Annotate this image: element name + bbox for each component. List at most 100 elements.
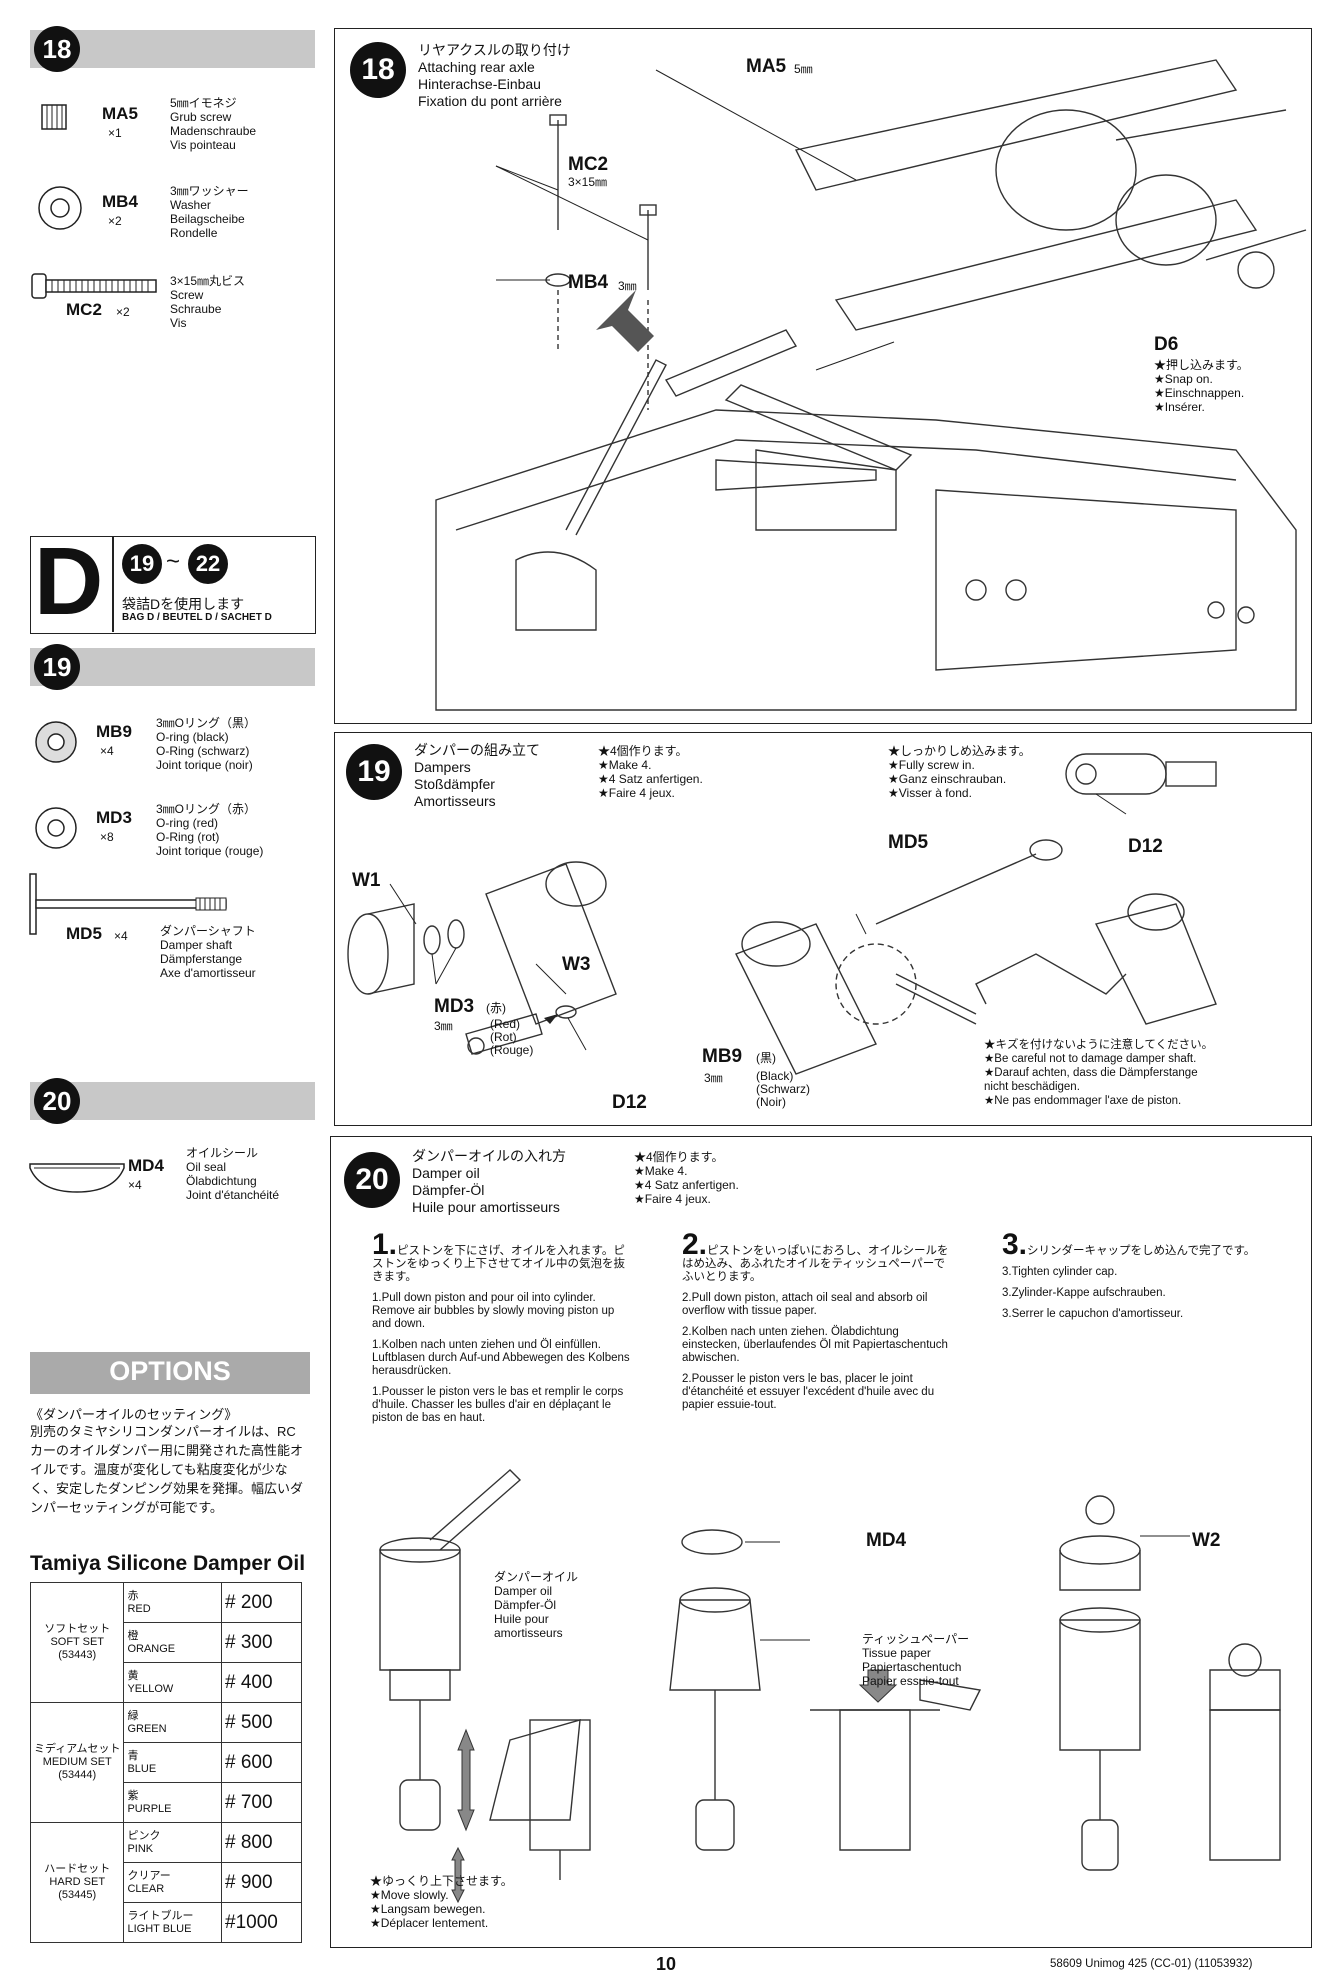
- color-en: PINK: [127, 1842, 154, 1855]
- color-en: LIGHT BLUE: [127, 1922, 192, 1935]
- washer-icon: [38, 186, 82, 230]
- screw-icon: [31, 273, 157, 299]
- step-18-number: 18: [350, 42, 406, 98]
- oil-filling-illustration: [379, 1469, 1281, 1904]
- options-banner-text: OPTIONS: [109, 1356, 231, 1386]
- substep-2-en: 2.Pull down piston, attach oil seal and …: [682, 1292, 928, 1317]
- color-en: PURPLE: [127, 1802, 172, 1815]
- step-20-title: ダンパーオイルの入れ方 Damper oil Dämpfer-Öl Huile …: [412, 1148, 566, 1215]
- footer-code: 58609 Unimog 425 (CC-01) (11053932): [1050, 1958, 1253, 1970]
- color-en: YELLOW: [127, 1682, 174, 1695]
- step-18-badge: 18: [34, 26, 80, 72]
- grade: #1000: [221, 1902, 302, 1943]
- substep-1-block: 1.ピストンを下にさげ、オイルを入れます。ピストンをゆっくり上下させてオイル中の…: [372, 1230, 632, 1425]
- label-mb4: MB4: [568, 272, 609, 293]
- part-desc-md3: 3㎜Oリング（赤） O-ring (red) O-Ring (rot) Join…: [156, 802, 264, 858]
- color-en: BLUE: [127, 1762, 157, 1775]
- label-mb9-jp: (黒): [756, 1051, 776, 1065]
- label-md3: MD3: [434, 996, 475, 1017]
- label-md3-size: 3㎜: [434, 1019, 453, 1033]
- color-jp: 緑: [127, 1709, 139, 1722]
- grade: # 300: [221, 1622, 302, 1663]
- bag-d-multi: BAG D / BEUTEL D / SACHET D: [122, 612, 272, 623]
- grub-screw-icon: [41, 104, 67, 130]
- step-19-badge: 19: [34, 644, 80, 690]
- set-name-medium: ミディアムセット MEDIUM SET (53444): [29, 1702, 125, 1823]
- o-ring-black-icon: [35, 721, 77, 763]
- part-desc-md4: オイルシール Oil seal Ölabdichtung Joint d'éta…: [186, 1146, 280, 1202]
- substep-1-en: 1.Pull down piston and pour oil into cyl…: [372, 1292, 615, 1330]
- color-en: GREEN: [127, 1722, 167, 1735]
- part-qty-md4: ×4: [128, 1178, 142, 1192]
- grade: # 600: [221, 1742, 302, 1783]
- substep-3-en: 3.Tighten cylinder cap.: [1002, 1266, 1118, 1278]
- substep-3-de: 3.Zylinder-Kappe aufschrauben.: [1002, 1287, 1166, 1299]
- part-qty-mc2: ×2: [116, 305, 130, 319]
- d6-note: ★押し込みます。 ★Snap on. ★Einschnappen. ★Insér…: [1154, 358, 1249, 414]
- color-jp: ライトブルー: [127, 1909, 194, 1922]
- grade: # 800: [221, 1822, 302, 1863]
- label-ma5-size: 5㎜: [794, 62, 813, 76]
- step-19-title: ダンパーの組み立て Dampers Stoßdämpfer Amortisseu…: [414, 742, 540, 809]
- damper-shaft-icon: [29, 873, 227, 935]
- options-jp-text: 別売のタミヤシリコンダンパーオイルは、RCカーのオイルダンパー用に開発された高性…: [30, 1424, 304, 1515]
- label-md3-jp: (赤): [486, 1001, 506, 1015]
- options-banner: [30, 1352, 310, 1394]
- step-19-caution: ★キズを付けないように注意してください。 ★Be careful not to …: [984, 1039, 1214, 1107]
- part-qty-md5: ×4: [114, 929, 128, 943]
- bag-range-sep: ~: [166, 548, 181, 575]
- substep-2-fr: 2.Pousser le piston vers le bas, placer …: [682, 1373, 935, 1411]
- part-code-md3: MD3: [96, 808, 132, 827]
- step-19-note-screw: ★しっかりしめ込みます。 ★Fully screw in. ★Ganz eins…: [888, 744, 1031, 800]
- color-jp: 黄: [127, 1669, 139, 1682]
- color-en: ORANGE: [127, 1642, 176, 1655]
- label-mb4-size: 3㎜: [618, 279, 637, 293]
- label-ma5: MA5: [746, 56, 787, 77]
- part-desc-mc2: 3×15㎜丸ビス Screw Schraube Vis: [170, 274, 246, 330]
- part-qty-md3: ×8: [100, 830, 114, 844]
- label-mb9-size: 3㎜: [704, 1071, 723, 1085]
- step-18-title: リヤアクスルの取り付け Attaching rear axle Hinterac…: [418, 42, 571, 109]
- part-code-mb9: MB9: [96, 722, 132, 741]
- substep-2-block: 2.ピストンをいっぱいにおろし、オイルシールをはめ込み、あふれたオイルをティッシ…: [682, 1230, 952, 1412]
- grade: # 200: [221, 1582, 302, 1623]
- substep-3-jp: シリンダーキャップをしめ込んで完了です。: [1027, 1245, 1256, 1257]
- label-md5: MD5: [888, 832, 929, 853]
- label-mb9-color: (Black) (Schwarz) (Noir): [756, 1069, 811, 1109]
- oil-label: ダンパーオイル Damper oil Dämpfer-Öl Huile pour…: [494, 1570, 579, 1640]
- step-20-number: 20: [344, 1152, 400, 1208]
- slow-note: ★ゆっくり上下させます。 ★Move slowly. ★Langsam bewe…: [370, 1874, 513, 1930]
- part-desc-mb4: 3㎜ワッシャー Washer Beilagscheibe Rondelle: [170, 184, 249, 240]
- color-jp: 赤: [127, 1589, 139, 1602]
- color-jp: クリアー: [127, 1869, 171, 1882]
- label-d12-bottom: D12: [612, 1092, 647, 1113]
- part-code-md4: MD4: [128, 1156, 164, 1175]
- color-jp: 橙: [127, 1629, 139, 1642]
- part-code-ma5: MA5: [102, 104, 138, 123]
- substep-3-fr: 3.Serrer le capuchon d'amortisseur.: [1002, 1308, 1184, 1320]
- bag-d-divider: [112, 536, 114, 632]
- bag-d-jp: 袋詰Dを使用します: [122, 596, 245, 612]
- substep-2-de: 2.Kolben nach unten ziehen. Ölabdichtung…: [682, 1326, 948, 1364]
- set-name-soft: ソフトセット SOFT SET (53443): [29, 1582, 125, 1703]
- bag-range-to: 22: [188, 544, 228, 584]
- part-qty-mb9: ×4: [100, 744, 114, 758]
- part-desc-ma5: 5㎜イモネジ Grub screw Madenschraube Vis poin…: [170, 96, 257, 152]
- color-en: RED: [127, 1602, 151, 1615]
- label-w3: W3: [562, 954, 591, 975]
- part-code-mc2: MC2: [66, 300, 102, 319]
- color-en: CLEAR: [127, 1882, 165, 1895]
- grade: # 500: [221, 1702, 302, 1743]
- part-qty-mb4: ×2: [108, 214, 122, 228]
- grade: # 900: [221, 1862, 302, 1903]
- substep-1-de: 1.Kolben nach unten ziehen und Öl einfül…: [372, 1339, 630, 1377]
- label-w1: W1: [352, 870, 381, 891]
- bag-d-letter: D: [34, 528, 104, 635]
- step-19-number: 19: [346, 744, 402, 800]
